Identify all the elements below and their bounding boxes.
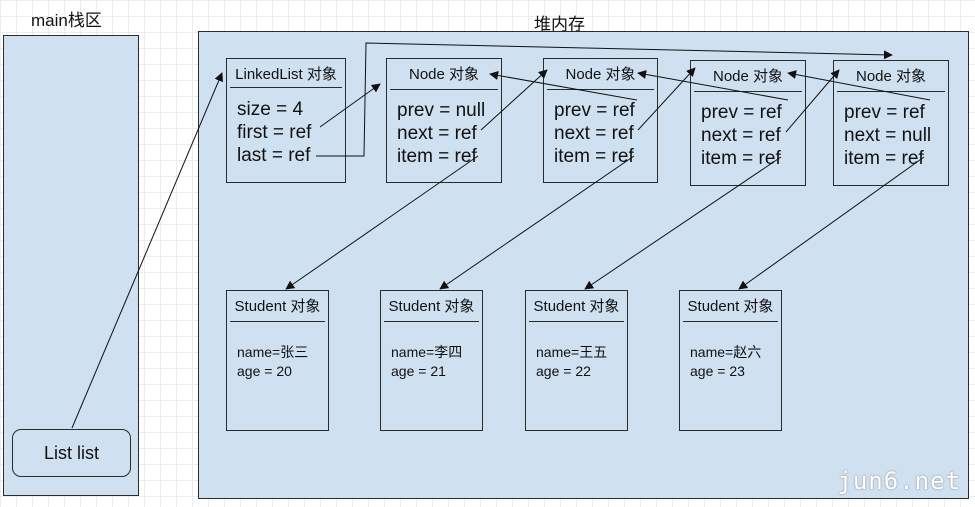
field-name: name=张三 (237, 344, 309, 360)
node-object-3[interactable]: Node 对象 prev = ref next = ref item = ref (690, 60, 806, 186)
field-next: next = ref (701, 125, 781, 146)
student-title: Student 对象 (533, 298, 620, 315)
linkedlist-object[interactable]: LinkedList 对象 size = 4 first = ref last … (226, 58, 346, 183)
student-object-2[interactable]: Student 对象 name=李四 age = 21 (380, 290, 483, 431)
field-first: first = ref (237, 122, 312, 143)
field-item: item = ref (554, 146, 634, 167)
field-name: name=王五 (536, 344, 608, 360)
student-object-3[interactable]: Student 对象 name=王五 age = 22 (525, 290, 628, 431)
node-object-2[interactable]: Node 对象 prev = ref next = ref item = ref (543, 58, 658, 183)
title-divider (683, 321, 778, 322)
node-object-4[interactable]: Node 对象 prev = ref next = null item = re… (833, 60, 949, 186)
field-item: item = ref (701, 148, 781, 169)
title-divider (230, 321, 325, 322)
student-title: Student 对象 (234, 298, 321, 315)
title-divider (529, 321, 624, 322)
node-object-1[interactable]: Node 对象 prev = null next = ref item = re… (386, 58, 502, 183)
student-title: Student 对象 (388, 298, 475, 315)
watermark: jun6.net (837, 467, 961, 495)
student-title: Student 对象 (687, 298, 774, 315)
title-divider (694, 91, 802, 92)
title-divider (384, 321, 479, 322)
stack-region (3, 35, 139, 496)
field-prev: prev = ref (844, 102, 925, 123)
field-age: age = 23 (690, 363, 745, 379)
title-divider (837, 91, 945, 92)
field-age: age = 21 (391, 363, 446, 379)
heap-title: 堆内存 (534, 15, 585, 34)
field-prev: prev = null (397, 100, 486, 121)
node-title: Node 对象 (855, 68, 927, 85)
field-next: next = null (844, 125, 932, 146)
list-variable[interactable]: List list (12, 429, 131, 477)
node-title: Node 对象 (712, 68, 784, 85)
field-name: name=赵六 (690, 344, 762, 360)
node-title: Node 对象 (408, 66, 480, 83)
linkedlist-title: LinkedList 对象 (235, 66, 337, 83)
student-object-4[interactable]: Student 对象 name=赵六 age = 23 (679, 290, 782, 431)
student-object-1[interactable]: Student 对象 name=张三 age = 20 (226, 290, 329, 431)
stack-title: main栈区 (31, 11, 102, 30)
field-next: next = ref (397, 123, 477, 144)
node-title: Node 对象 (565, 66, 636, 83)
title-divider (390, 89, 498, 90)
field-prev: prev = ref (554, 100, 635, 121)
field-next: next = ref (554, 123, 634, 144)
field-item: item = ref (397, 146, 477, 167)
title-divider (230, 87, 342, 88)
title-divider (547, 89, 654, 90)
field-item: item = ref (844, 148, 924, 169)
field-size: size = 4 (237, 99, 304, 120)
field-age: age = 22 (536, 363, 591, 379)
field-last: last = ref (237, 145, 311, 166)
field-name: name=李四 (391, 344, 463, 360)
field-age: age = 20 (237, 363, 292, 379)
field-prev: prev = ref (701, 102, 782, 123)
